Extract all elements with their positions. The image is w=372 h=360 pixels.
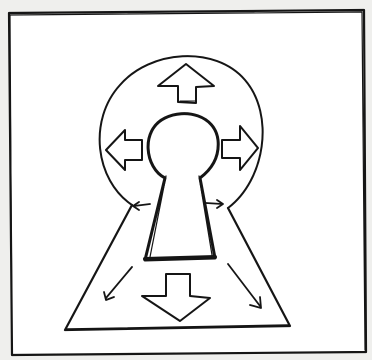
sketch-svg [0, 0, 372, 360]
sketch-canvas [0, 0, 372, 360]
frame [0, 0, 372, 360]
